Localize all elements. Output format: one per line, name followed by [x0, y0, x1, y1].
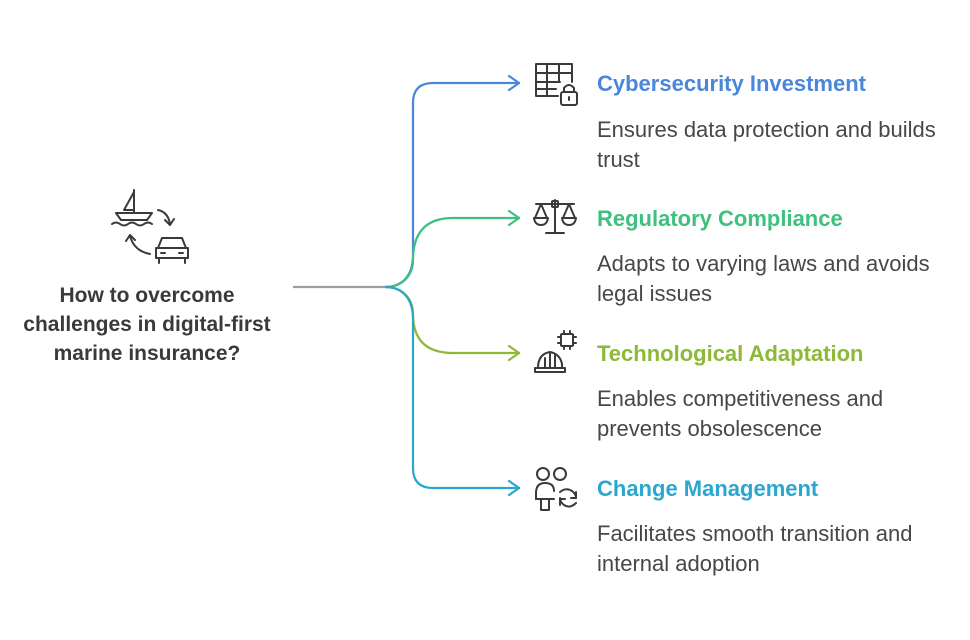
arrow-cybersecurity: [507, 74, 521, 92]
table-lock-icon: [535, 63, 578, 106]
connector-change: [384, 285, 520, 490]
arrow-regulatory: [507, 209, 521, 227]
branch-title-regulatory: Regulatory Compliance: [597, 206, 843, 231]
branch-title-cybersecurity: Cybersecurity Investment: [597, 71, 866, 96]
branch-title-technological: Technological Adaptation: [597, 341, 864, 366]
people-refresh-icon: [535, 467, 577, 511]
arrow-change: [507, 479, 521, 497]
hard-hat-chip-icon: [534, 330, 577, 373]
branch-desc-cybersecurity: Ensures data protection and builds trust: [597, 117, 936, 172]
branch-title-change: Change Management: [597, 476, 819, 501]
central-question: How to overcome challenges in digital-fi…: [23, 284, 271, 365]
branch-desc-technological: Enables competitiveness and prevents obs…: [597, 386, 884, 441]
arrow-technological: [507, 344, 521, 362]
scales-icon: [533, 199, 577, 234]
branch-desc-change: Facilitates smooth transition and intern…: [597, 521, 913, 576]
boat-car-exchange-icon: [111, 189, 189, 264]
connector-regulatory: [384, 216, 520, 289]
branch-desc-regulatory: Adapts to varying laws and avoids legal …: [597, 251, 930, 306]
connector-cybersecurity: [384, 81, 520, 289]
connector-technological: [384, 285, 520, 355]
